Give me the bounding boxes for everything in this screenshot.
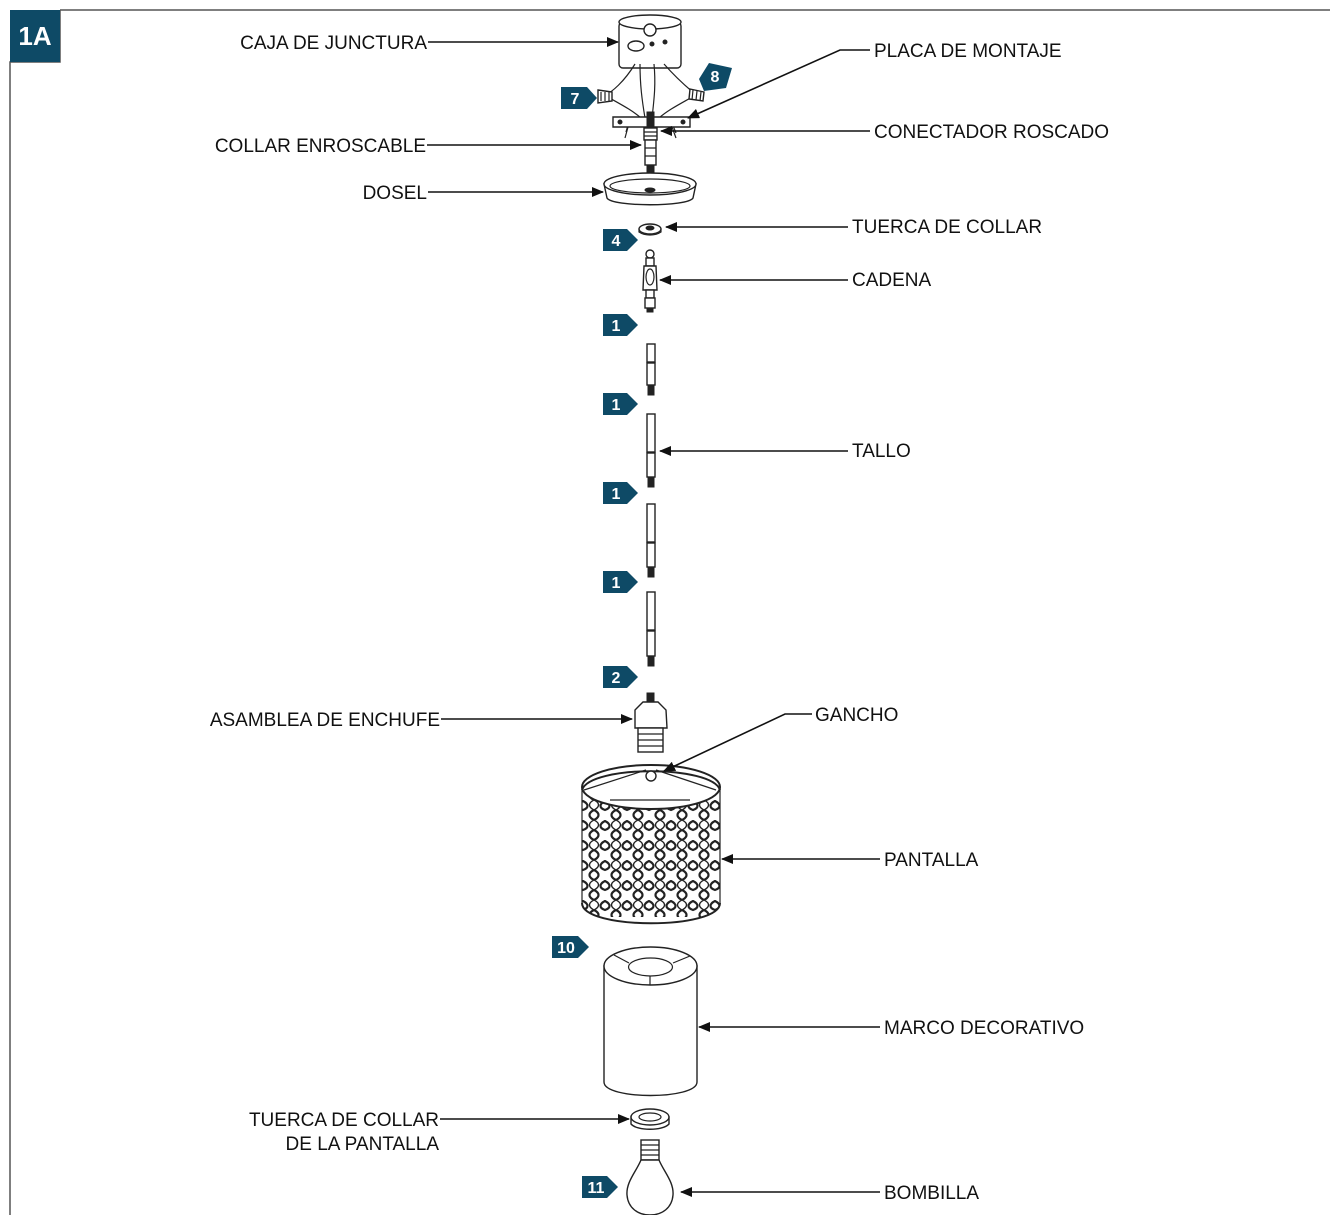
svg-text:2: 2 <box>612 670 621 687</box>
decorative-frame-part <box>603 946 698 1097</box>
step-badge-7: 7 <box>561 87 597 109</box>
mounting-plate-part <box>612 116 691 139</box>
shade-part <box>581 764 721 925</box>
step-badge-1c: 1 <box>603 482 638 504</box>
svg-text:11: 11 <box>588 1180 605 1197</box>
label-marco-decorativo: MARCO DECORATIVO <box>884 1018 1084 1039</box>
svg-text:1: 1 <box>612 575 621 592</box>
step-badge-1b: 1 <box>603 393 638 415</box>
label-pantalla: PANTALLA <box>884 850 979 871</box>
wire-nut-right <box>688 88 705 102</box>
stem-piece-3 <box>646 503 656 578</box>
step-badge-1d: 1 <box>603 571 638 593</box>
label-dosel: DOSEL <box>363 183 427 204</box>
svg-text:1: 1 <box>612 318 621 335</box>
threaded-connector-part <box>643 111 658 175</box>
svg-text:10: 10 <box>557 940 575 957</box>
svg-text:1: 1 <box>612 486 621 503</box>
step-badge-10: 10 <box>552 936 589 958</box>
svg-text:1: 1 <box>612 397 621 414</box>
leader-lines <box>427 37 880 1197</box>
socket-assembly-part <box>634 692 668 753</box>
label-conectador-roscado: CONECTADOR ROSCADO <box>874 122 1109 143</box>
stem-piece-1 <box>646 343 656 396</box>
shade-collar-nut-part <box>630 1108 670 1130</box>
label-caja-de-junctura: CAJA DE JUNCTURA <box>240 33 427 54</box>
label-bombilla: BOMBILLA <box>884 1183 979 1204</box>
label-cadena: CADENA <box>852 270 932 291</box>
step-badge-2: 2 <box>603 666 638 688</box>
label-asamblea-de-enchufe: ASAMBLEA DE ENCHUFE <box>210 710 440 731</box>
stem-piece-4 <box>646 591 656 667</box>
svg-text:1A: 1A <box>18 21 51 51</box>
label-tuerca-pantalla-line2: DE LA PANTALLA <box>286 1134 440 1155</box>
collar-nut-part <box>638 223 662 236</box>
junction-box-part <box>618 14 682 69</box>
step-badge-1a: 1 <box>603 314 638 336</box>
label-collar-enroscable: COLLAR ENROSCABLE <box>215 136 426 157</box>
canopy-part <box>603 172 697 206</box>
stem-piece-2 <box>646 413 656 488</box>
label-tuerca-pantalla-line1: TUERCA DE COLLAR <box>249 1110 439 1131</box>
label-tallo: TALLO <box>852 441 911 462</box>
light-bulb-part <box>626 1139 674 1215</box>
step-badge-4: 4 <box>603 229 638 251</box>
step-badge-8: 8 <box>699 63 732 91</box>
label-placa-de-montaje: PLACA DE MONTAJE <box>874 41 1062 62</box>
step-badge-11: 11 <box>582 1176 618 1198</box>
chain-part <box>642 249 658 313</box>
label-gancho: GANCHO <box>815 705 898 726</box>
step-badge: 1A <box>10 10 60 62</box>
label-tuerca-de-collar: TUERCA DE COLLAR <box>852 217 1042 238</box>
svg-text:4: 4 <box>612 233 621 250</box>
svg-text:8: 8 <box>711 69 720 86</box>
wire-nut-left <box>597 89 613 104</box>
svg-text:7: 7 <box>571 91 580 108</box>
